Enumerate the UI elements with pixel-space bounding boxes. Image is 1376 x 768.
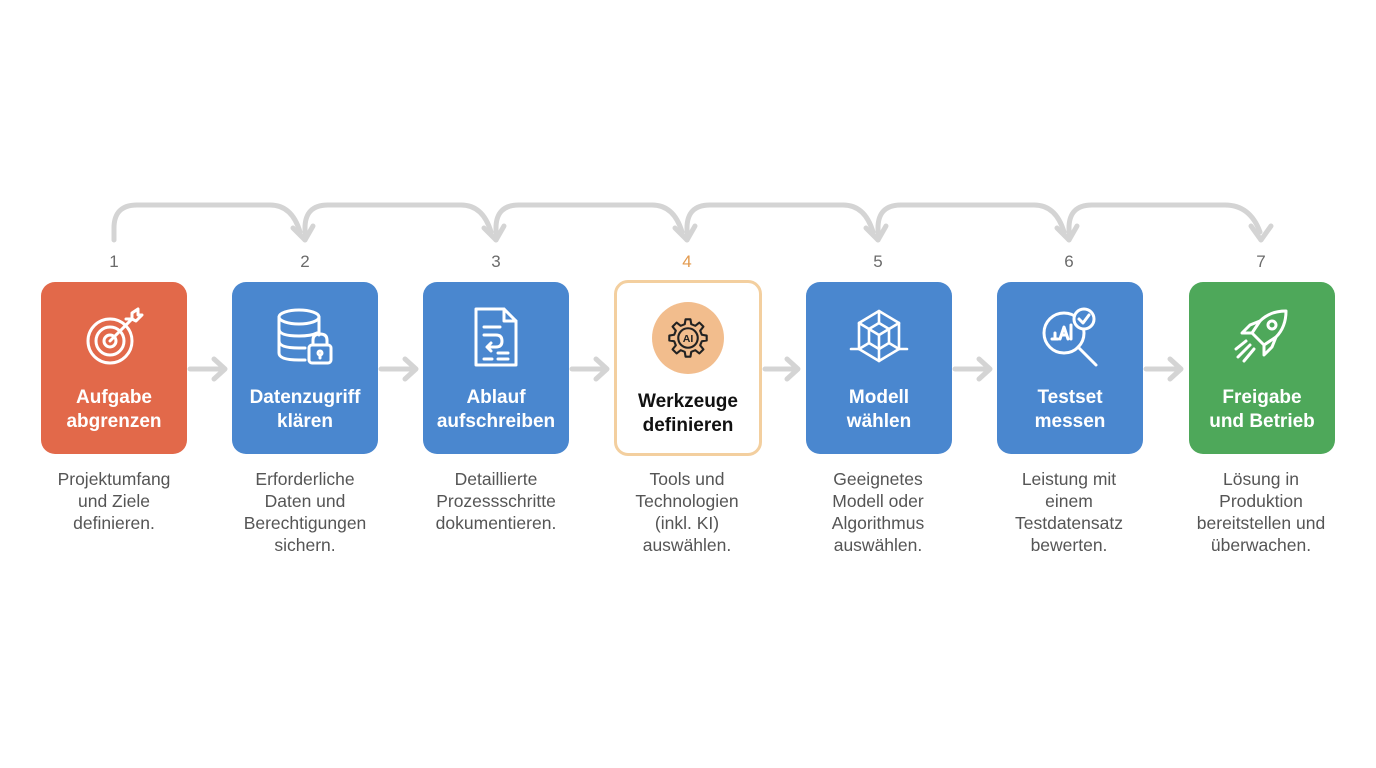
step-number-4: 4 bbox=[682, 252, 692, 271]
arrow-1-2 bbox=[187, 356, 228, 382]
step-card-2[interactable]: Datenzugriff klären bbox=[232, 282, 378, 454]
arc-arrowhead-7 bbox=[1248, 223, 1274, 243]
step-card-5[interactable]: Modell wählen bbox=[806, 282, 952, 454]
arrow-4-5 bbox=[762, 356, 801, 382]
horizontal-arrows bbox=[187, 356, 1184, 382]
arc-4-5 bbox=[684, 202, 876, 243]
arc-arrowhead-6 bbox=[1054, 223, 1080, 243]
rocket-icon bbox=[1229, 304, 1295, 370]
arc-6-7 bbox=[1066, 202, 1263, 243]
arc-arrowhead-2 bbox=[290, 223, 316, 243]
database-lock-icon bbox=[272, 304, 338, 370]
arc-5-6 bbox=[875, 202, 1067, 243]
step-description-6: Leistung mit einem Testdatensatz bewerte… bbox=[1015, 469, 1123, 555]
step-description-4: Tools und Technologien (inkl. KI) auswäh… bbox=[635, 469, 739, 555]
step-description-2: Erforderliche Daten und Berechtigungen s… bbox=[243, 469, 367, 555]
arc-arrowhead-4 bbox=[672, 223, 698, 243]
step-card-6[interactable]: Testset messen bbox=[997, 282, 1143, 454]
step-title-4: Werkzeuge definieren bbox=[638, 391, 738, 436]
step-description-5: Geeignetes Modell oder Algorithmus auswä… bbox=[831, 469, 925, 555]
step-card-1[interactable]: Aufgabe abgrenzen bbox=[41, 282, 187, 454]
arrow-6-7 bbox=[1143, 356, 1184, 382]
arc-1-2 bbox=[111, 202, 303, 243]
arc-2-3 bbox=[302, 202, 494, 243]
top-arcs bbox=[111, 202, 1274, 243]
arrow-3-4 bbox=[569, 356, 610, 382]
step-number-3: 3 bbox=[491, 252, 501, 271]
step-title-5: Modell wählen bbox=[846, 387, 912, 432]
arc-arrowhead-5 bbox=[863, 223, 889, 243]
step-title-1: Aufgabe abgrenzen bbox=[66, 387, 162, 432]
step-title-6: Testset messen bbox=[1034, 387, 1106, 432]
arc-3-4 bbox=[493, 202, 685, 243]
ai-gear-icon: AI bbox=[652, 302, 724, 374]
step-description-7: Lösung in Produktion bereitstellen und ü… bbox=[1196, 469, 1326, 555]
step-title-2: Datenzugriff klären bbox=[249, 387, 361, 432]
step-number-5: 5 bbox=[873, 252, 883, 271]
step-number-6: 6 bbox=[1064, 252, 1074, 271]
ai-icon-label: AI bbox=[683, 333, 694, 345]
target-icon bbox=[81, 304, 147, 370]
step-number-7: 7 bbox=[1256, 252, 1266, 271]
step-description-1: Projektumfang und Ziele definieren. bbox=[57, 469, 171, 533]
step-number-2: 2 bbox=[300, 252, 310, 271]
step-title-7: Freigabe und Betrieb bbox=[1209, 387, 1315, 432]
step-card-7[interactable]: Freigabe und Betrieb bbox=[1189, 282, 1335, 454]
step-card-4[interactable]: AI Werkzeuge definieren bbox=[614, 280, 762, 456]
magnifier-check-icon bbox=[1037, 304, 1103, 370]
step-card-3[interactable]: Ablauf aufschreiben bbox=[423, 282, 569, 454]
step-title-3: Ablauf aufschreiben bbox=[436, 387, 556, 432]
step-description-3: Detaillierte Prozessschritte dokumentier… bbox=[435, 469, 557, 533]
arrow-5-6 bbox=[952, 356, 993, 382]
cube-network-icon bbox=[846, 304, 912, 370]
arrow-2-3 bbox=[378, 356, 419, 382]
document-flow-icon bbox=[463, 304, 529, 370]
step-number-1: 1 bbox=[109, 252, 119, 271]
arc-arrowhead-3 bbox=[481, 223, 507, 243]
